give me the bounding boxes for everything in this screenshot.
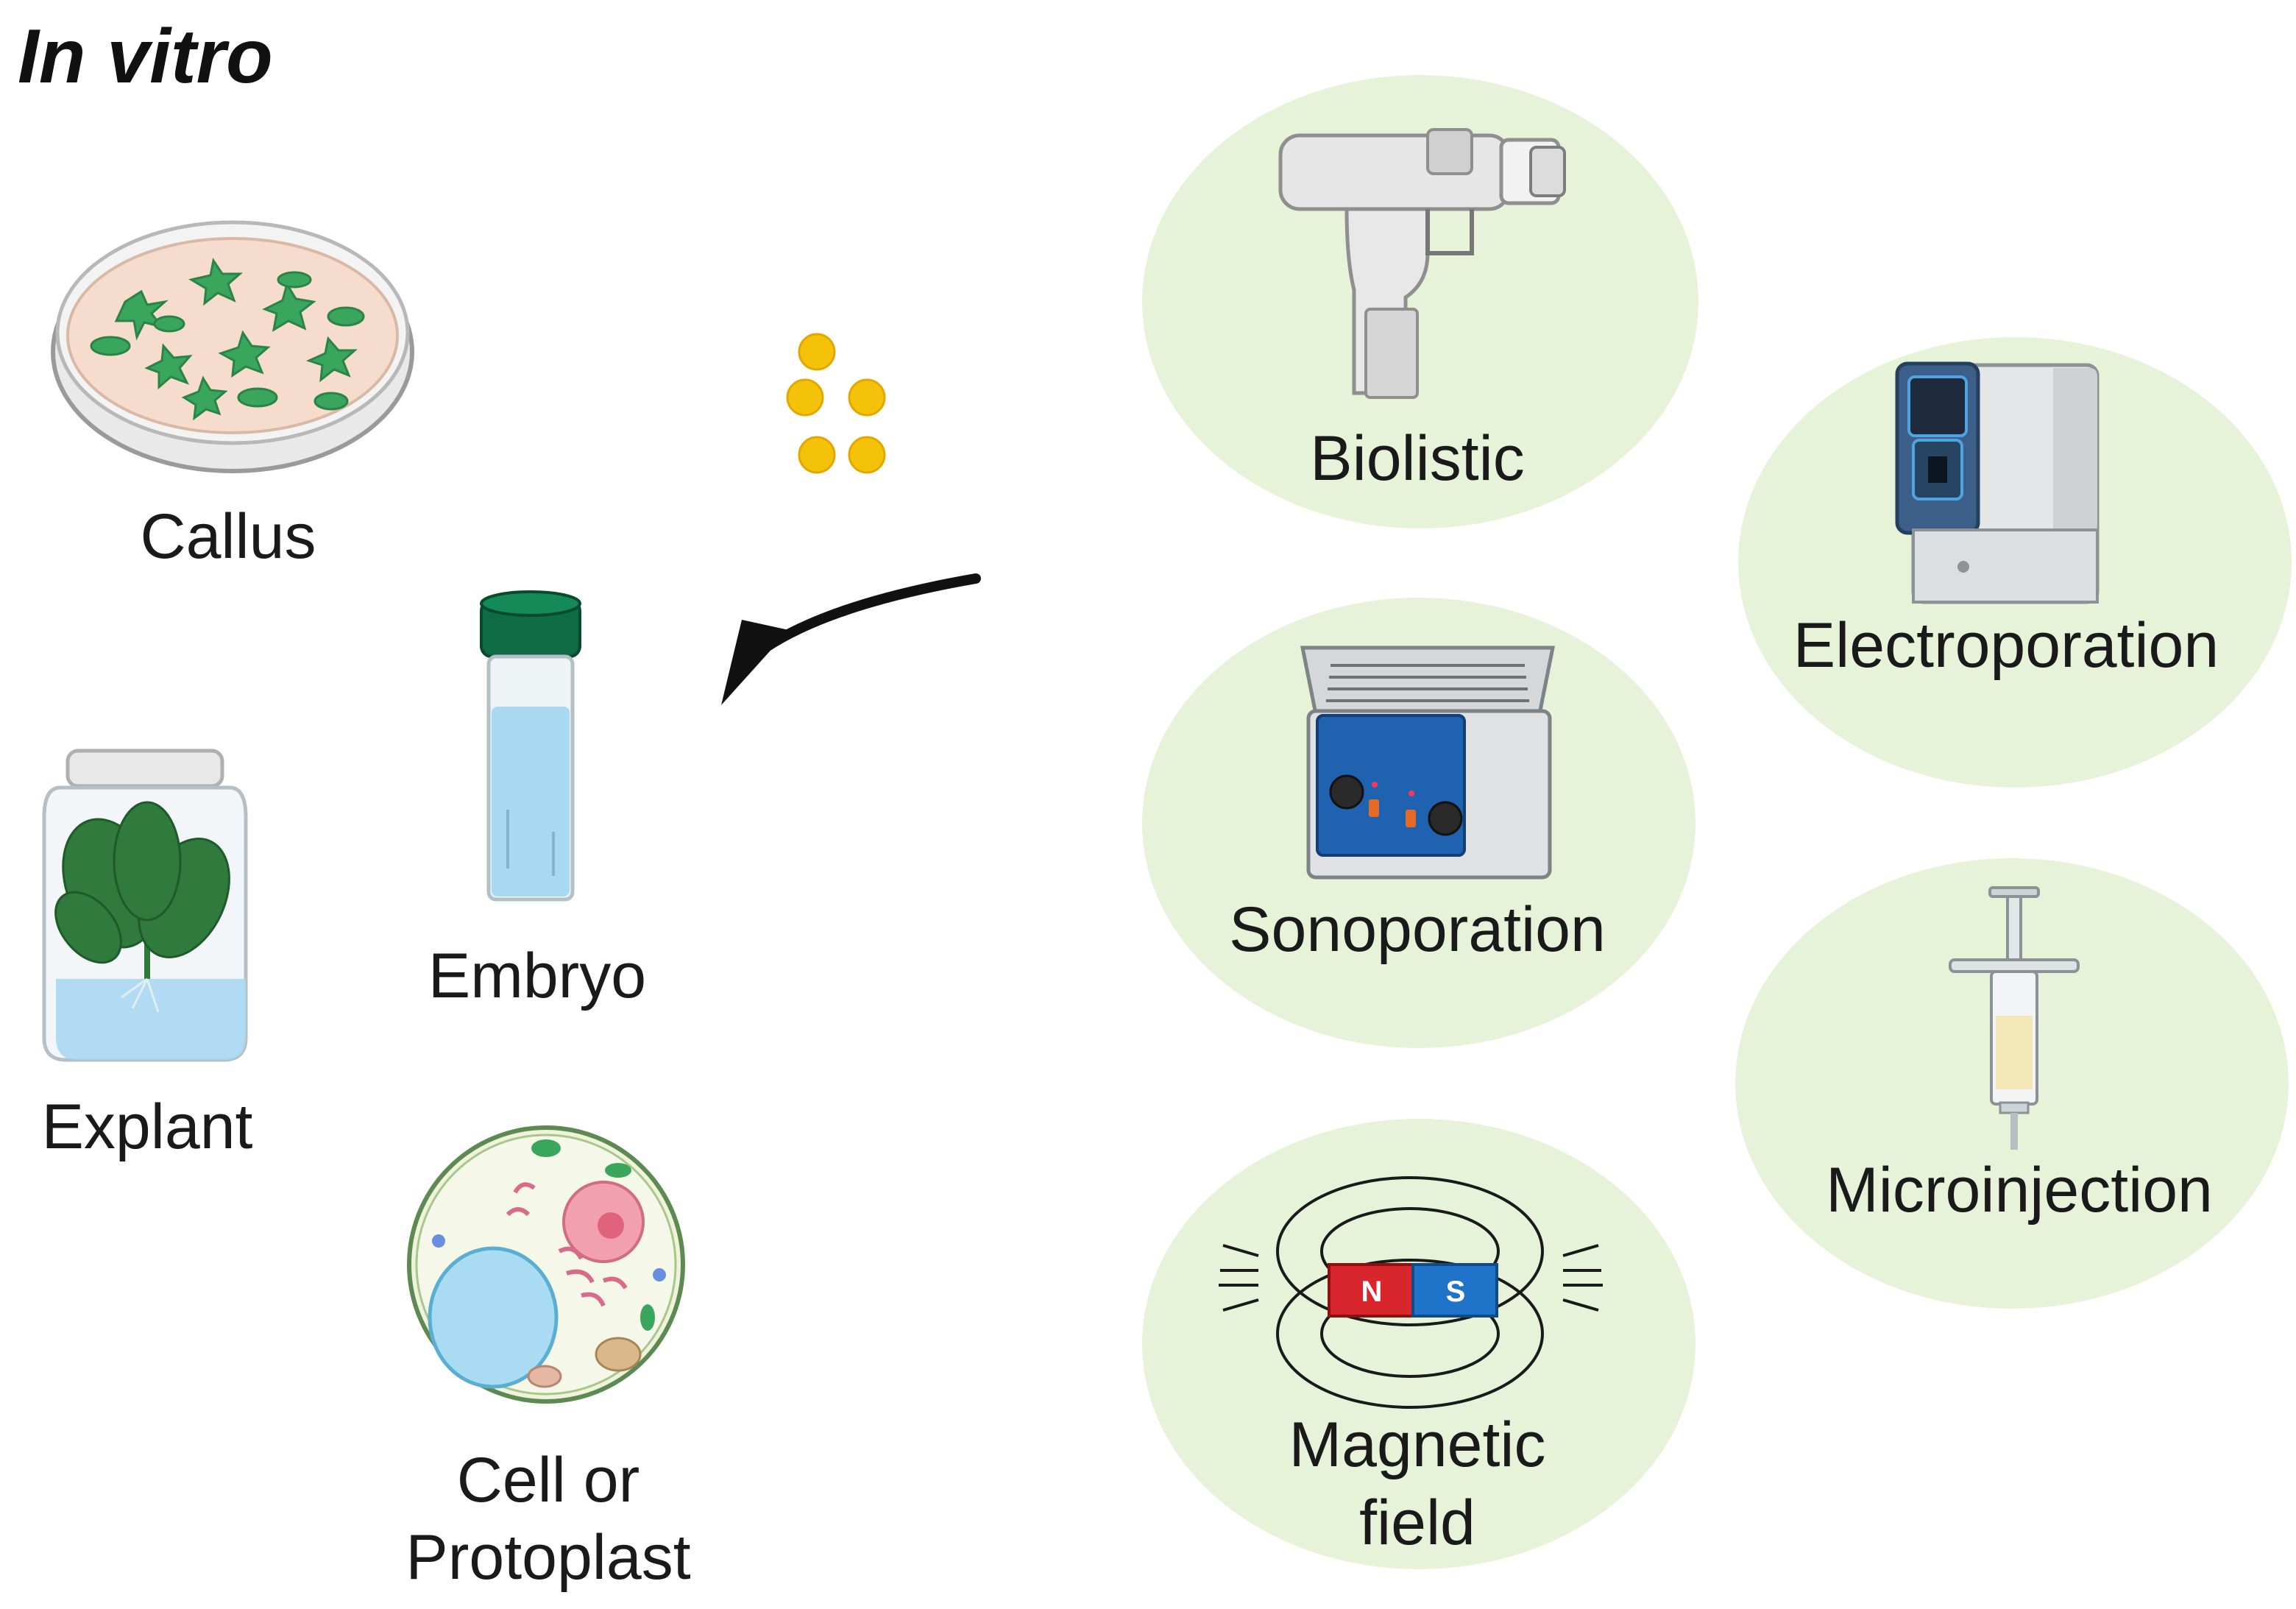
embryo-label: Embryo — [428, 941, 646, 1011]
magnetic-label-line1: Magnetic — [1289, 1410, 1546, 1480]
explant-label: Explant — [42, 1092, 253, 1162]
magnet-south-label: S — [1446, 1276, 1466, 1308]
biolistic-label: Biolistic — [1310, 423, 1525, 494]
magnet-north-label: N — [1361, 1276, 1383, 1308]
microinjection-label: Microinjection — [1826, 1155, 2213, 1226]
cell-label-line2: Protoplast — [405, 1522, 690, 1593]
page-title: In vitro — [18, 14, 273, 99]
sonicator-icon — [1300, 646, 1556, 880]
sonoporation-label: Sonoporation — [1229, 894, 1606, 965]
arrow-icon — [721, 573, 981, 705]
petri-dish-icon — [51, 220, 414, 473]
electroporation-label: Electroporation — [1793, 610, 2219, 681]
electroporator-icon — [1895, 361, 2100, 604]
syringe-icon — [1949, 886, 2080, 1150]
callus-label: Callus — [141, 501, 316, 572]
gene-gun-icon — [1278, 128, 1566, 399]
magnetic-label-line2: field — [1359, 1488, 1475, 1558]
tube-icon — [480, 590, 581, 902]
jar-plant-icon — [42, 749, 248, 1062]
cell-label-line1: Cell or — [457, 1445, 640, 1516]
plant-cell-icon — [407, 1125, 685, 1404]
magnet-icon: N S — [1219, 1176, 1603, 1409]
nanoparticles-icon — [786, 333, 886, 474]
